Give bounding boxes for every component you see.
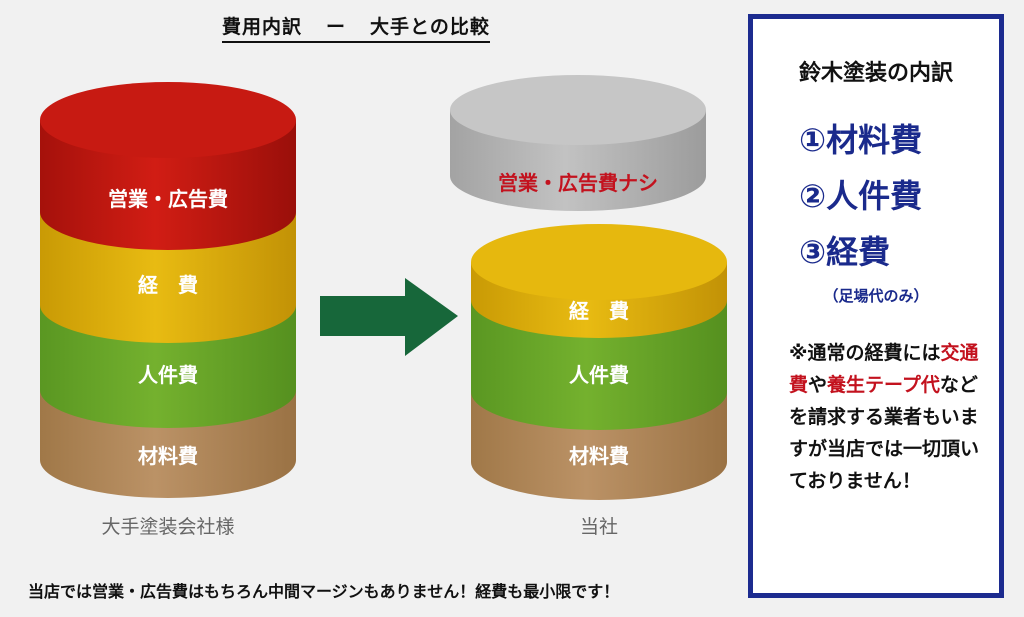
left-label-labor: 人件費 xyxy=(138,363,198,387)
breakdown-panel: 鈴木塗装の内訳 ①材料費 ②人件費 ③経費 （足場代のみ） ※通常の経費には交通… xyxy=(748,14,1004,598)
panel-note: ※通常の経費には交通費や養生テープ代などを請求する業者もいますが当店では一切頂い… xyxy=(789,337,989,497)
right-label-labor: 人件費 xyxy=(569,363,629,387)
panel-item-labor: ②人件費 xyxy=(799,177,923,215)
left-label-sales: 営業・広告費 xyxy=(108,187,228,211)
panel-item-expense: ③経費 xyxy=(799,233,891,271)
panel-note-part2: や xyxy=(808,374,828,396)
page-title: 費用内訳 ー 大手との比較 xyxy=(222,12,490,43)
panel-sub-note: （足場代のみ） xyxy=(823,287,929,305)
panel-title: 鈴木塗装の内訳 xyxy=(798,61,953,86)
left-company-label: 大手塗装会社様 xyxy=(101,516,235,538)
cost-comparison-diagram: 営業・広告費 経 費 人件費 材料費 営業・広告費ナシ 経 費 人件費 材料費 xyxy=(40,75,727,500)
panel-note-part1: ※通常の経費には xyxy=(789,342,941,364)
removed-sales-top xyxy=(450,75,706,145)
left-cylinder-top xyxy=(40,82,296,158)
right-cylinder-top xyxy=(471,224,727,300)
removed-sales-disc: 営業・広告費ナシ xyxy=(450,75,706,211)
title-right: 大手との比較 xyxy=(370,16,490,38)
left-label-expense: 経 費 xyxy=(138,273,198,297)
bottom-note: 当店では営業・広告費はもちろん中間マージンもありません！経費も最小限です！ xyxy=(28,582,620,601)
panel-item-material: ①材料費 xyxy=(799,121,923,159)
arrow-icon xyxy=(320,278,458,356)
title-dash: ー xyxy=(326,16,347,38)
right-cylinder: 経 費 人件費 材料費 xyxy=(471,224,727,500)
panel-note-part3: などを請求する業者もいますが当店では一切頂いておりません！ xyxy=(789,374,980,492)
title-left: 費用内訳 xyxy=(222,16,303,38)
panel-note-highlight-transport: 交通費 xyxy=(789,342,979,396)
removed-sales-label: 営業・広告費ナシ xyxy=(498,171,658,195)
panel-note-highlight-tape: 養生テープ代 xyxy=(827,374,940,396)
left-cylinder: 営業・広告費 経 費 人件費 材料費 xyxy=(40,82,296,498)
left-label-material: 材料費 xyxy=(138,444,198,468)
right-label-expense: 経 費 xyxy=(569,299,629,323)
right-label-material: 材料費 xyxy=(569,444,629,468)
right-company-label: 当社 xyxy=(579,516,618,538)
